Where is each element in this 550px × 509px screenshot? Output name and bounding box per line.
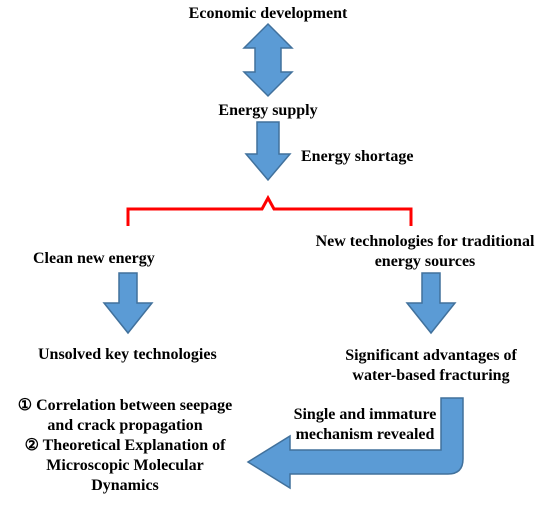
significant-advantages-line2: water-based fracturing: [352, 367, 510, 384]
item2-line1: ② Theoretical Explanation of: [24, 437, 226, 454]
bent-arrow-icon: [246, 397, 464, 490]
new-technologies-label: New technologies for traditional energy …: [290, 232, 550, 272]
clean-new-energy-label: Clean new energy: [33, 250, 155, 267]
down-arrow-icon: [244, 121, 292, 182]
energy-supply-label: Energy supply: [218, 102, 318, 119]
single-immature-line1: Single and immature: [293, 406, 437, 423]
new-technologies-line1: New technologies for traditional: [315, 233, 535, 250]
mechanism-items-label: ① Correlation between seepage and crack …: [0, 396, 250, 496]
single-immature-line2: mechanism revealed: [295, 426, 435, 443]
single-immature-label: Single and immature mechanism revealed: [290, 405, 440, 445]
item2-line3: Dynamics: [91, 477, 159, 494]
item2-line2: Microscopic Molecular: [46, 457, 204, 474]
significant-advantages-label: Significant advantages of water-based fr…: [322, 346, 540, 386]
right-down-arrow-icon: [405, 272, 457, 335]
item1-line2: and crack propagation: [47, 417, 203, 434]
item1-line1: ① Correlation between seepage: [17, 397, 233, 414]
economic-development-label: Economic development: [188, 5, 348, 22]
new-technologies-line2: energy sources: [374, 253, 476, 270]
left-down-arrow-icon: [102, 272, 154, 335]
significant-advantages-line1: Significant advantages of: [345, 347, 517, 364]
energy-shortage-label: Energy shortage: [301, 148, 414, 165]
unsolved-key-technologies-label: Unsolved key technologies: [38, 346, 217, 363]
double-arrow-icon: [242, 22, 294, 98]
bracket-icon: [126, 194, 413, 226]
